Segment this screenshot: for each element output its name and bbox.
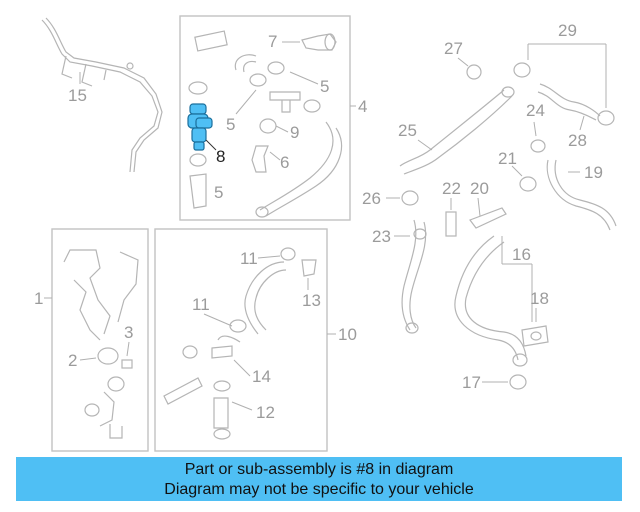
part-25-hose — [399, 86, 515, 175]
callout-16: 16 — [512, 245, 531, 264]
callout-3: 3 — [124, 323, 133, 342]
part-10-hose-assembly — [163, 247, 317, 440]
part-17-clamp — [509, 374, 527, 390]
caption-line-1: Part or sub-assembly is #8 in diagram — [184, 461, 454, 478]
part-28-hose — [537, 83, 601, 121]
group-box-4 — [179, 15, 351, 221]
callout-22: 22 — [442, 179, 461, 198]
callout-5-middle: 5 — [226, 115, 235, 134]
callout-15: 15 — [68, 86, 87, 105]
callout-8: 8 — [216, 147, 225, 166]
part-29-clamps — [513, 62, 615, 126]
callout-13: 13 — [302, 291, 321, 310]
callout-19: 19 — [584, 163, 603, 182]
part-24-oring — [530, 139, 546, 153]
part-5-lower-clamp — [189, 153, 207, 209]
callout-1: 1 — [34, 289, 43, 308]
part-7-connector — [301, 33, 337, 51]
callout-17: 17 — [462, 373, 481, 392]
caption-line-2: Diagram may not be specific to your vehi… — [164, 481, 474, 498]
callout-2: 2 — [68, 351, 77, 370]
part-16-hose — [454, 235, 528, 367]
part-1-assembly — [63, 249, 139, 439]
part-9-clamp — [259, 118, 277, 134]
part-18-bracket — [521, 325, 549, 347]
part-6-fitting — [251, 145, 269, 173]
callout-23: 23 — [372, 227, 391, 246]
part-22-gasket — [445, 211, 457, 237]
callout-14: 14 — [252, 367, 271, 386]
part-large-hose-group-4 — [255, 121, 343, 218]
part-clip-plate — [194, 30, 228, 52]
callout-9: 9 — [290, 123, 299, 142]
callout-10: 10 — [338, 325, 357, 344]
part-20-hose — [469, 207, 507, 229]
part-9-tee-fitting — [269, 91, 301, 113]
caption-banner: Part or sub-assembly is #8 in diagram Di… — [16, 457, 622, 501]
callout-27: 27 — [444, 39, 463, 58]
callout-5-upper-right: 5 — [320, 77, 329, 96]
callout-26: 26 — [362, 189, 381, 208]
callout-7: 7 — [268, 32, 277, 51]
callout-24: 24 — [526, 101, 545, 120]
callout-21: 21 — [498, 149, 517, 168]
callout-18: 18 — [530, 289, 549, 308]
part-15-line-bracket — [41, 17, 163, 173]
part-23-hose — [401, 219, 427, 334]
group-box-10 — [154, 228, 328, 452]
callout-6: 6 — [280, 153, 289, 172]
part-19-hose — [546, 159, 617, 231]
part-5-clamps-group — [188, 61, 321, 113]
part-26-clamp — [401, 190, 419, 206]
callout-28: 28 — [568, 131, 587, 150]
callout-29: 29 — [558, 21, 577, 40]
callout-11-lower: 11 — [192, 295, 210, 314]
part-27-clamp — [466, 64, 482, 80]
part-21-clamp — [519, 176, 537, 192]
group-box-1 — [51, 228, 149, 452]
callout-12: 12 — [256, 403, 275, 422]
part-hose-small-upper — [234, 54, 257, 73]
callout-20: 20 — [470, 179, 489, 198]
callout-4: 4 — [358, 97, 367, 116]
callout-11-upper: 11 — [240, 249, 258, 268]
callout-25: 25 — [398, 121, 417, 140]
part-8-valve-highlighted[interactable] — [187, 103, 213, 151]
callout-5-lower: 5 — [214, 183, 223, 202]
